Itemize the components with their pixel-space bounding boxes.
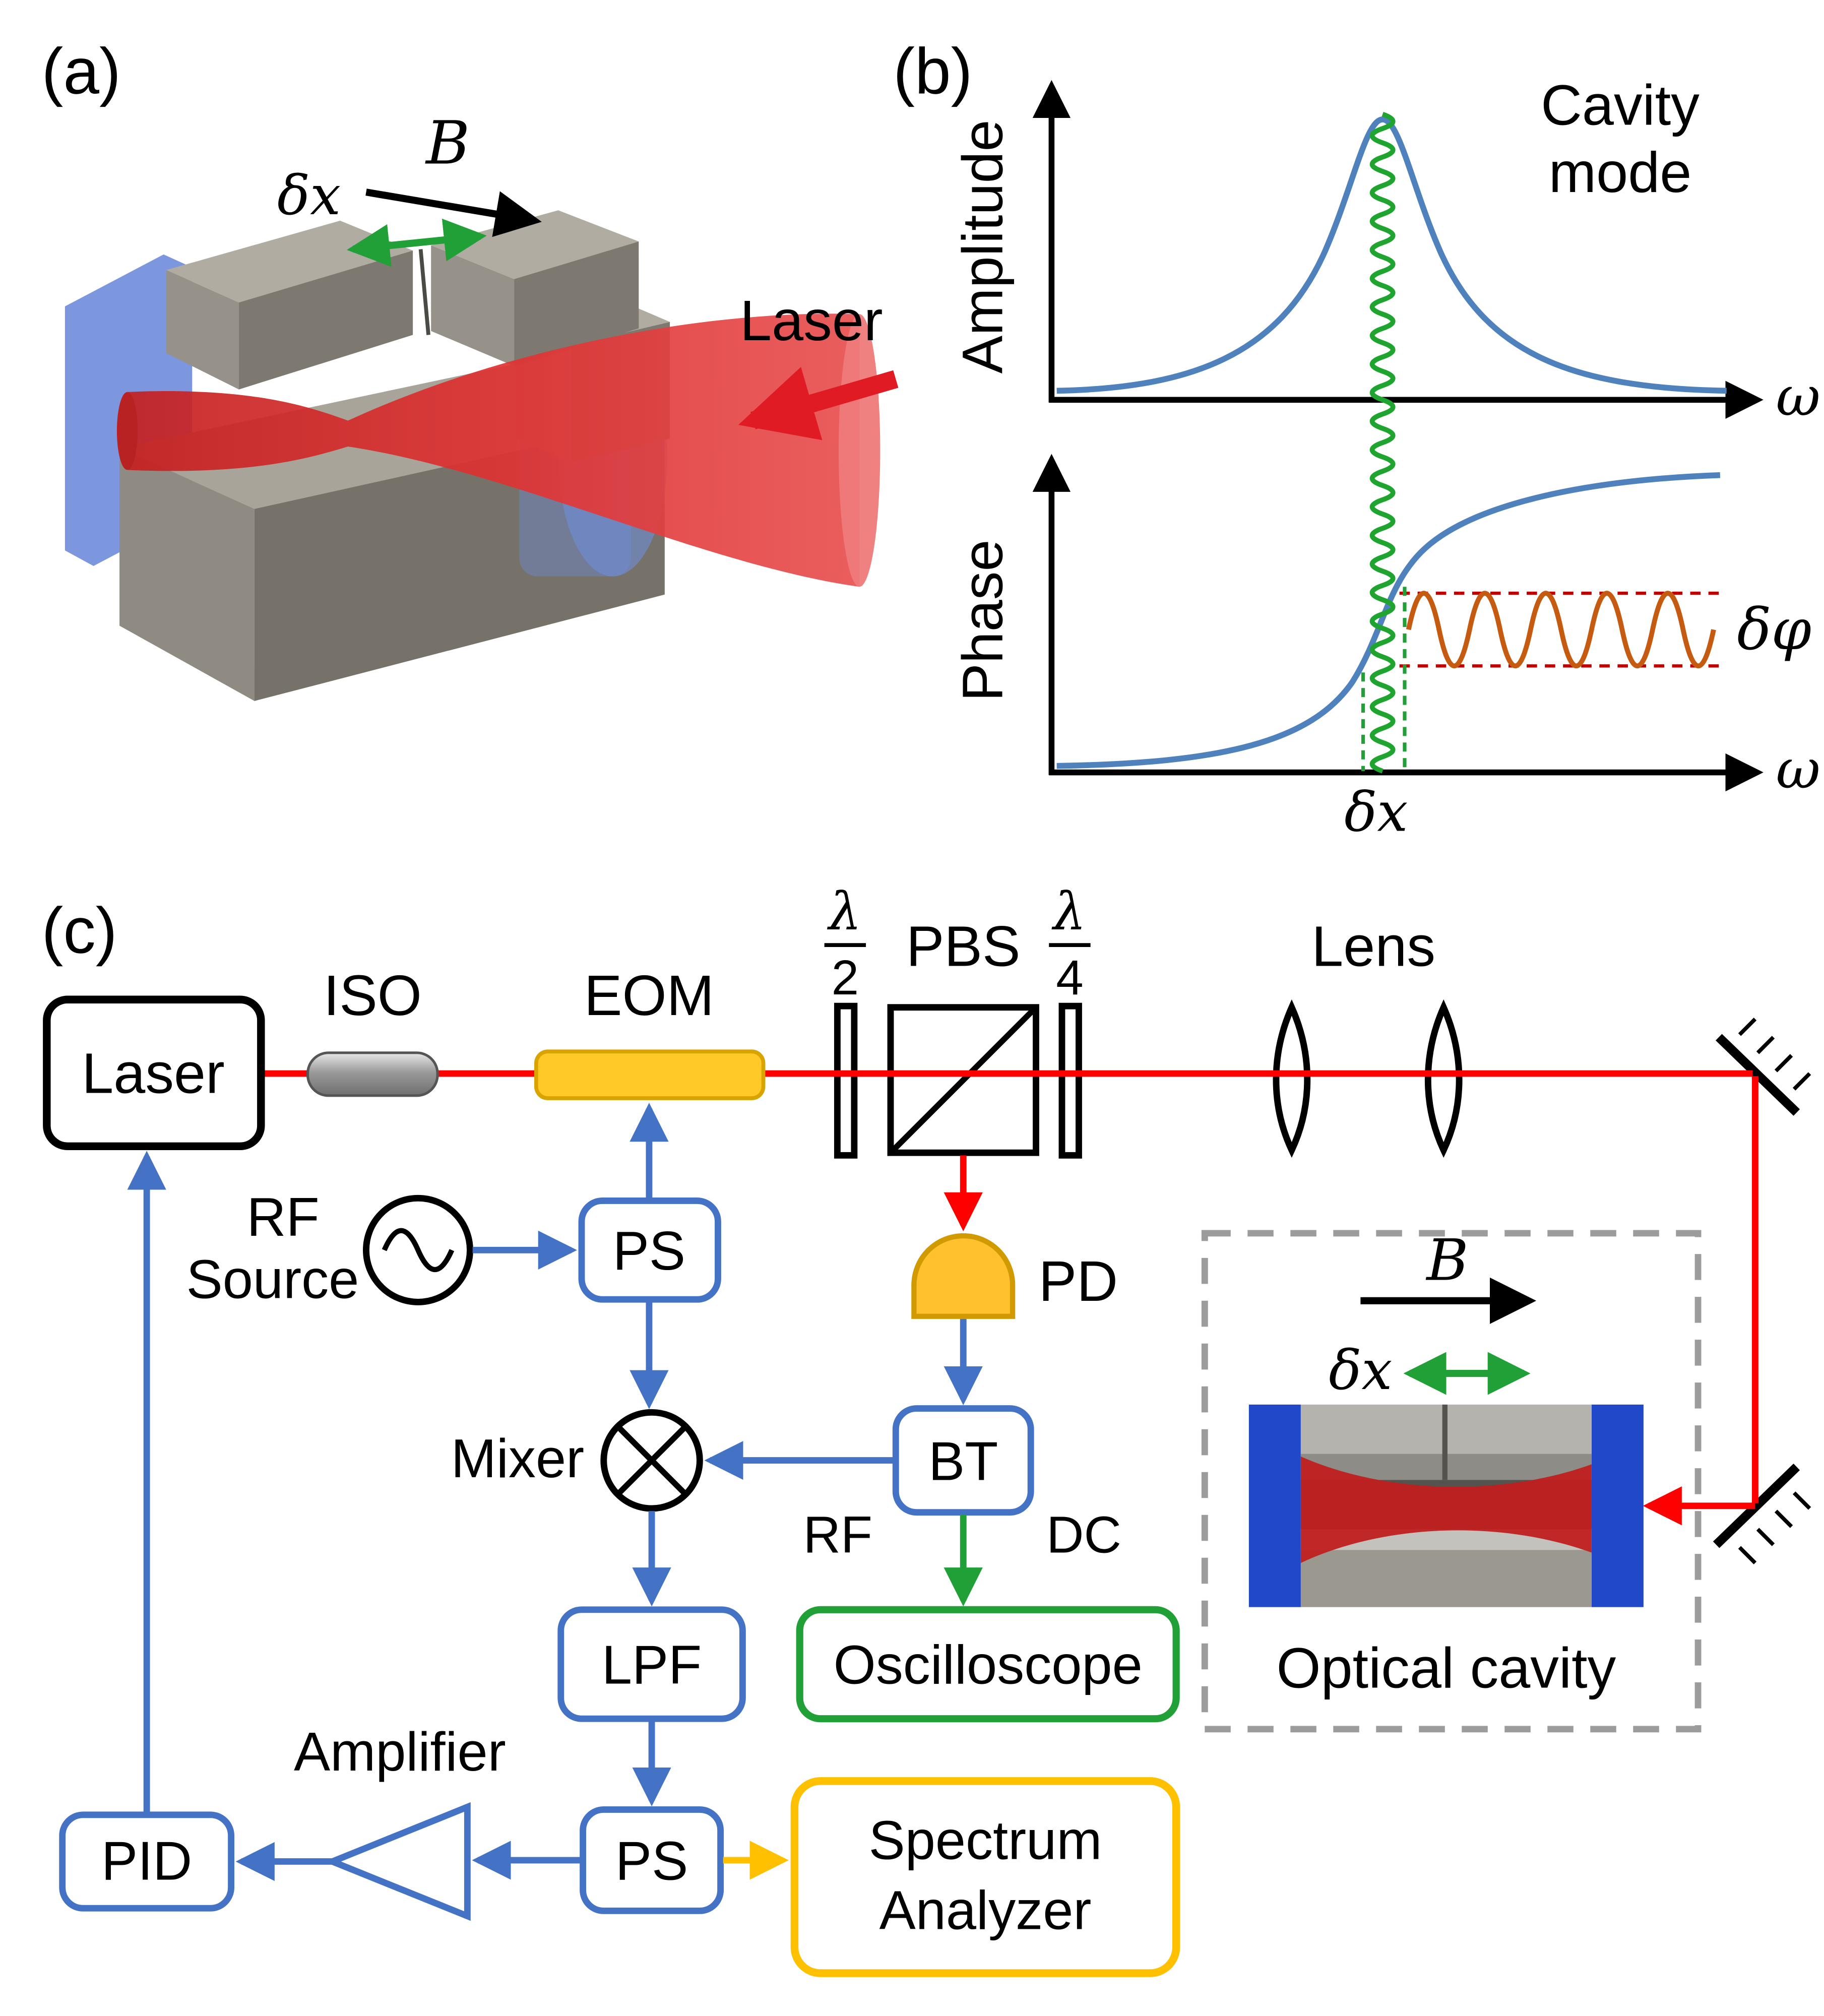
half-wave-plate	[834, 1002, 858, 1159]
lens-label: Lens	[1311, 914, 1435, 978]
panel-b: (b) Amplitude Cavity mode ω Phase ω δφ δ…	[893, 35, 1820, 844]
mixer	[600, 1409, 703, 1512]
svg-text:4: 4	[1056, 950, 1083, 1005]
rf-source-label-2: Source	[186, 1249, 359, 1310]
inset-dashed-border	[1201, 1230, 1702, 1733]
pd-label: PD	[1039, 1249, 1118, 1313]
laser-box-label: Laser	[82, 1042, 224, 1106]
ps2-label: PS	[615, 1831, 688, 1892]
amplifier-triangle	[324, 1802, 471, 1921]
lorentzian-curve	[1056, 116, 1727, 394]
lens-1	[1273, 999, 1311, 1158]
panel-b-label: (b)	[893, 35, 972, 107]
panel-c: (c)	[42, 881, 1811, 1977]
optical-cavity-inset: B δx Optical cavity	[1201, 1227, 1702, 1733]
magnet-gap-slit	[418, 249, 430, 335]
dx-double-arrow	[346, 218, 487, 267]
laser-label-a: Laser	[740, 289, 883, 353]
pbs-label: PBS	[906, 914, 1021, 978]
omega-label-bottom: ω	[1776, 737, 1820, 801]
panel-a: (a)	[42, 35, 899, 701]
b-field-label: B	[425, 108, 470, 178]
blue-signal-wires	[127, 1103, 983, 1881]
dc-port-label: DC	[1046, 1505, 1121, 1563]
svg-text:λ: λ	[827, 881, 861, 942]
mixer-x-icon	[616, 1424, 688, 1496]
lens-2	[1424, 999, 1463, 1158]
laser-input-arrow	[738, 366, 899, 440]
lpf-label: LPF	[602, 1634, 702, 1695]
rf-port-label: RF	[803, 1505, 872, 1563]
bt-label: BT	[928, 1430, 998, 1491]
phase-axis-label: Phase	[951, 540, 1015, 702]
power-splitter-2	[580, 1806, 724, 1914]
sine-icon	[382, 1228, 455, 1273]
quarter-wave-label: λ 4	[1049, 881, 1091, 1005]
pid-controller	[59, 1811, 235, 1912]
low-pass-filter	[557, 1606, 746, 1722]
quarter-wave-plate	[1058, 1002, 1082, 1159]
pbs-cube	[887, 1004, 1039, 1156]
oscilloscope	[796, 1606, 1180, 1723]
mirror-top-right	[1716, 1018, 1811, 1116]
inset-b-field-label: B	[1425, 1227, 1468, 1294]
mirror-bottom-right	[1713, 1464, 1811, 1564]
pid-label: PID	[101, 1831, 192, 1892]
svg-text:λ: λ	[1051, 881, 1086, 942]
amplitude-axis-label: Amplitude	[951, 119, 1015, 373]
bias-tee	[892, 1405, 1034, 1516]
b-field-arrow	[365, 188, 542, 237]
ps1-label: PS	[613, 1220, 685, 1281]
eom-label: EOM	[584, 964, 714, 1028]
half-wave-label: λ 2	[824, 881, 866, 1005]
rf-source	[362, 1194, 473, 1305]
omega-label-top: ω	[1776, 365, 1820, 428]
panel-c-label: (c)	[42, 895, 117, 967]
oscilloscope-label: Oscilloscope	[834, 1634, 1143, 1695]
svg-text:2: 2	[832, 950, 859, 1005]
photodiode	[911, 1233, 1016, 1319]
amplifier-label: Amplifier	[294, 1721, 506, 1782]
beam-path	[261, 1070, 1758, 1526]
iso-label: ISO	[324, 964, 422, 1028]
cavity-mode-label-2: mode	[1549, 141, 1691, 205]
eom-crystal	[534, 1049, 766, 1100]
power-splitter-1	[578, 1198, 721, 1303]
isolator	[306, 1051, 439, 1097]
spectrum-analyzer	[790, 1777, 1180, 1977]
spectrum-label-1: Spectrum	[869, 1809, 1102, 1870]
dx-label-b: δx	[1344, 780, 1408, 844]
dx-label-a: δx	[277, 164, 341, 227]
panel-a-label: (a)	[42, 35, 121, 107]
laser-box	[43, 995, 265, 1151]
mini-cavity	[1248, 1404, 1644, 1607]
inset-caption: Optical cavity	[1276, 1636, 1616, 1700]
mixer-label: Mixer	[451, 1428, 584, 1489]
resonance-squiggle	[1369, 112, 1396, 774]
mini-cavity-beam	[1300, 1456, 1592, 1563]
spectrum-label-2: Analyzer	[879, 1879, 1092, 1940]
cavity-mode-label-1: Cavity	[1541, 73, 1700, 137]
phase-modulation-wave	[1406, 591, 1716, 668]
inset-dx-label: δx	[1329, 1339, 1392, 1402]
dphi-label: δφ	[1737, 596, 1811, 663]
mirror-hatching	[1738, 1018, 1811, 1091]
mirror-hatching	[1738, 1491, 1811, 1564]
rf-source-label-1: RF	[246, 1186, 319, 1247]
